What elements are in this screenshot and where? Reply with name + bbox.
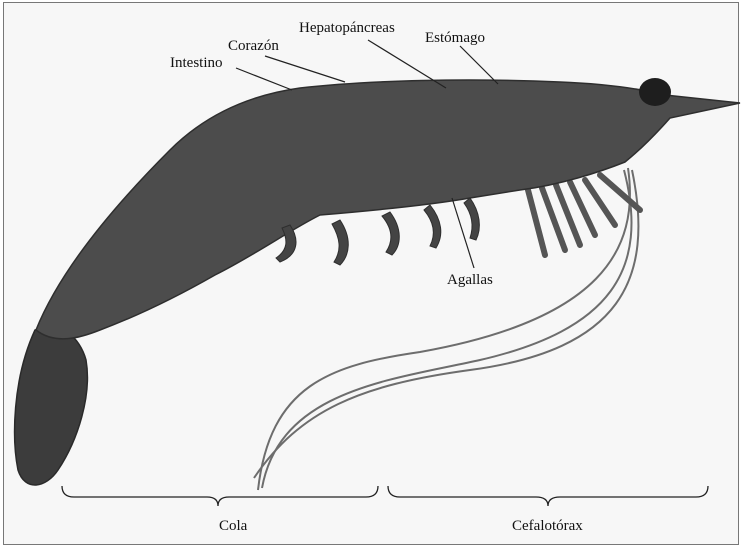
label-intestino: Intestino <box>170 55 223 72</box>
label-estomago: Estómago <box>425 30 485 47</box>
brace-cefalotorax <box>388 486 708 506</box>
label-hepatopancreas: Hepatopáncreas <box>299 20 395 37</box>
label-corazon: Corazón <box>228 38 279 55</box>
tail-fan <box>15 326 88 485</box>
label-agallas: Agallas <box>447 272 493 289</box>
label-cola: Cola <box>219 518 247 535</box>
walking-legs <box>528 175 640 255</box>
label-cefalotorax: Cefalotórax <box>512 518 583 535</box>
brace-cola <box>62 486 378 506</box>
shrimp-eye <box>639 78 671 106</box>
shrimp-body <box>36 80 740 339</box>
